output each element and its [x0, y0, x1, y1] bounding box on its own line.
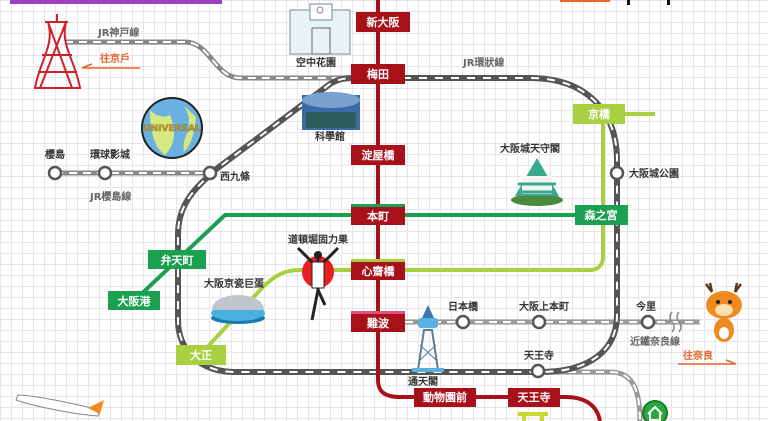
- station-sakurajima[interactable]: [47, 165, 63, 181]
- station-label: 櫻島: [44, 148, 65, 161]
- osaka-castle-label: 大阪城天守閣: [500, 142, 560, 155]
- station-label: 弁天町: [161, 253, 194, 267]
- station-kyobashi[interactable]: 京橋: [573, 104, 625, 124]
- midosuji-line: [376, 0, 602, 421]
- station-imazato[interactable]: [640, 314, 656, 330]
- home-button[interactable]: [642, 400, 668, 421]
- station-label: 梅田: [367, 67, 389, 81]
- station-taisho[interactable]: 大正: [176, 345, 226, 365]
- top-orange-strip: [560, 0, 610, 2]
- station-label: 動物園前: [423, 390, 467, 404]
- station-bentencho[interactable]: 弁天町: [148, 250, 206, 269]
- station-label: 西九條: [220, 170, 251, 183]
- science-museum-icon: [302, 92, 360, 130]
- nagahori-line: [198, 112, 655, 357]
- science-museum-label: 科學館: [315, 130, 345, 143]
- station-label: 新大阪: [367, 15, 401, 29]
- jr-sakurajima-line-label: JR櫻島線: [89, 190, 131, 203]
- station-label: 今里: [635, 300, 656, 313]
- tennoji-gate-icon: [518, 412, 548, 421]
- top-mark: [627, 0, 630, 5]
- arrow-right-icon: [678, 359, 737, 365]
- station-tennoji-subway[interactable]: 天王寺: [508, 388, 560, 407]
- station-usj[interactable]: [97, 165, 113, 181]
- home-icon: [647, 405, 663, 421]
- station-tennoji-jr[interactable]: [530, 363, 546, 379]
- station-label: 環球影城: [90, 148, 130, 161]
- station-osakako[interactable]: 大阪港: [108, 291, 160, 310]
- top-banner-strip: [10, 0, 222, 4]
- universal-logo-text: UNIVERSAL: [143, 124, 201, 134]
- station-nipponbashi[interactable]: [455, 314, 471, 330]
- station-label: 心齋橋: [362, 264, 396, 278]
- station-label: 淀屋橋: [362, 148, 396, 162]
- arrow-left-icon: [81, 63, 140, 69]
- station-nishikujo[interactable]: [202, 165, 218, 181]
- station-label: 京橋: [588, 107, 611, 121]
- sky-building-label: 空中花園: [296, 56, 336, 69]
- osaka-castle-icon: [511, 158, 563, 206]
- sky-building-icon: [289, 3, 351, 55]
- station-umeda[interactable]: 梅田: [351, 64, 405, 84]
- station-label: 大阪港: [118, 294, 152, 308]
- station-label: 本町: [367, 209, 389, 223]
- station-label: 大正: [190, 348, 212, 362]
- kintetsu-line-label: 近鐵奈良線: [630, 335, 680, 348]
- station-namba[interactable]: 難波: [351, 311, 405, 332]
- station-shin-osaka[interactable]: 新大阪: [356, 12, 410, 32]
- dome-label: 大阪京瓷巨蛋: [204, 277, 264, 290]
- nara-deer-mascot-icon: [705, 282, 742, 342]
- station-label: 難波: [367, 316, 390, 330]
- jr-kobe-line-label: JR神戸線: [97, 26, 139, 39]
- jr-loop-line-label: JR環狀線: [462, 56, 504, 69]
- kintetsu-nara-line: [405, 311, 700, 333]
- kyocera-dome-icon: [211, 295, 265, 324]
- to-kobe-label: 往京戶: [100, 52, 130, 65]
- station-yodoyabashi[interactable]: 淀屋橋: [351, 145, 405, 165]
- station-hommachi[interactable]: 本町: [351, 204, 405, 225]
- station-label: 天王寺: [524, 349, 554, 362]
- station-label: 森之宮: [585, 208, 618, 222]
- station-label: 大阪上本町: [519, 300, 569, 313]
- kobe-port-tower-icon: [33, 14, 82, 89]
- universal-globe-icon: UNIVERSAL: [141, 97, 203, 159]
- station-osakajokoen[interactable]: [609, 165, 625, 181]
- glico-runner-icon: [296, 246, 340, 321]
- station-label: 天王寺: [518, 390, 551, 404]
- jr-branch-line: [540, 369, 643, 421]
- top-mark: [667, 0, 670, 5]
- station-uehommachi[interactable]: [531, 314, 547, 330]
- airplane-icon: [15, 394, 104, 417]
- glico-label: 道頓堀固力果: [288, 233, 349, 246]
- jr-kobe-line: [65, 39, 355, 81]
- station-dobutsuenmae[interactable]: 動物園前: [414, 388, 476, 407]
- tsutenkaku-label: 通天閣: [408, 375, 438, 388]
- station-label: 大阪城公園: [629, 167, 679, 180]
- station-label: 日本橋: [448, 300, 479, 313]
- chuo-line: [133, 213, 605, 302]
- station-morinomiya[interactable]: 森之宮: [575, 205, 628, 225]
- station-shinsaibashi[interactable]: 心齋橋: [351, 259, 405, 280]
- to-nara-label: 往奈良: [683, 349, 713, 362]
- tsutenkaku-icon: [412, 305, 444, 372]
